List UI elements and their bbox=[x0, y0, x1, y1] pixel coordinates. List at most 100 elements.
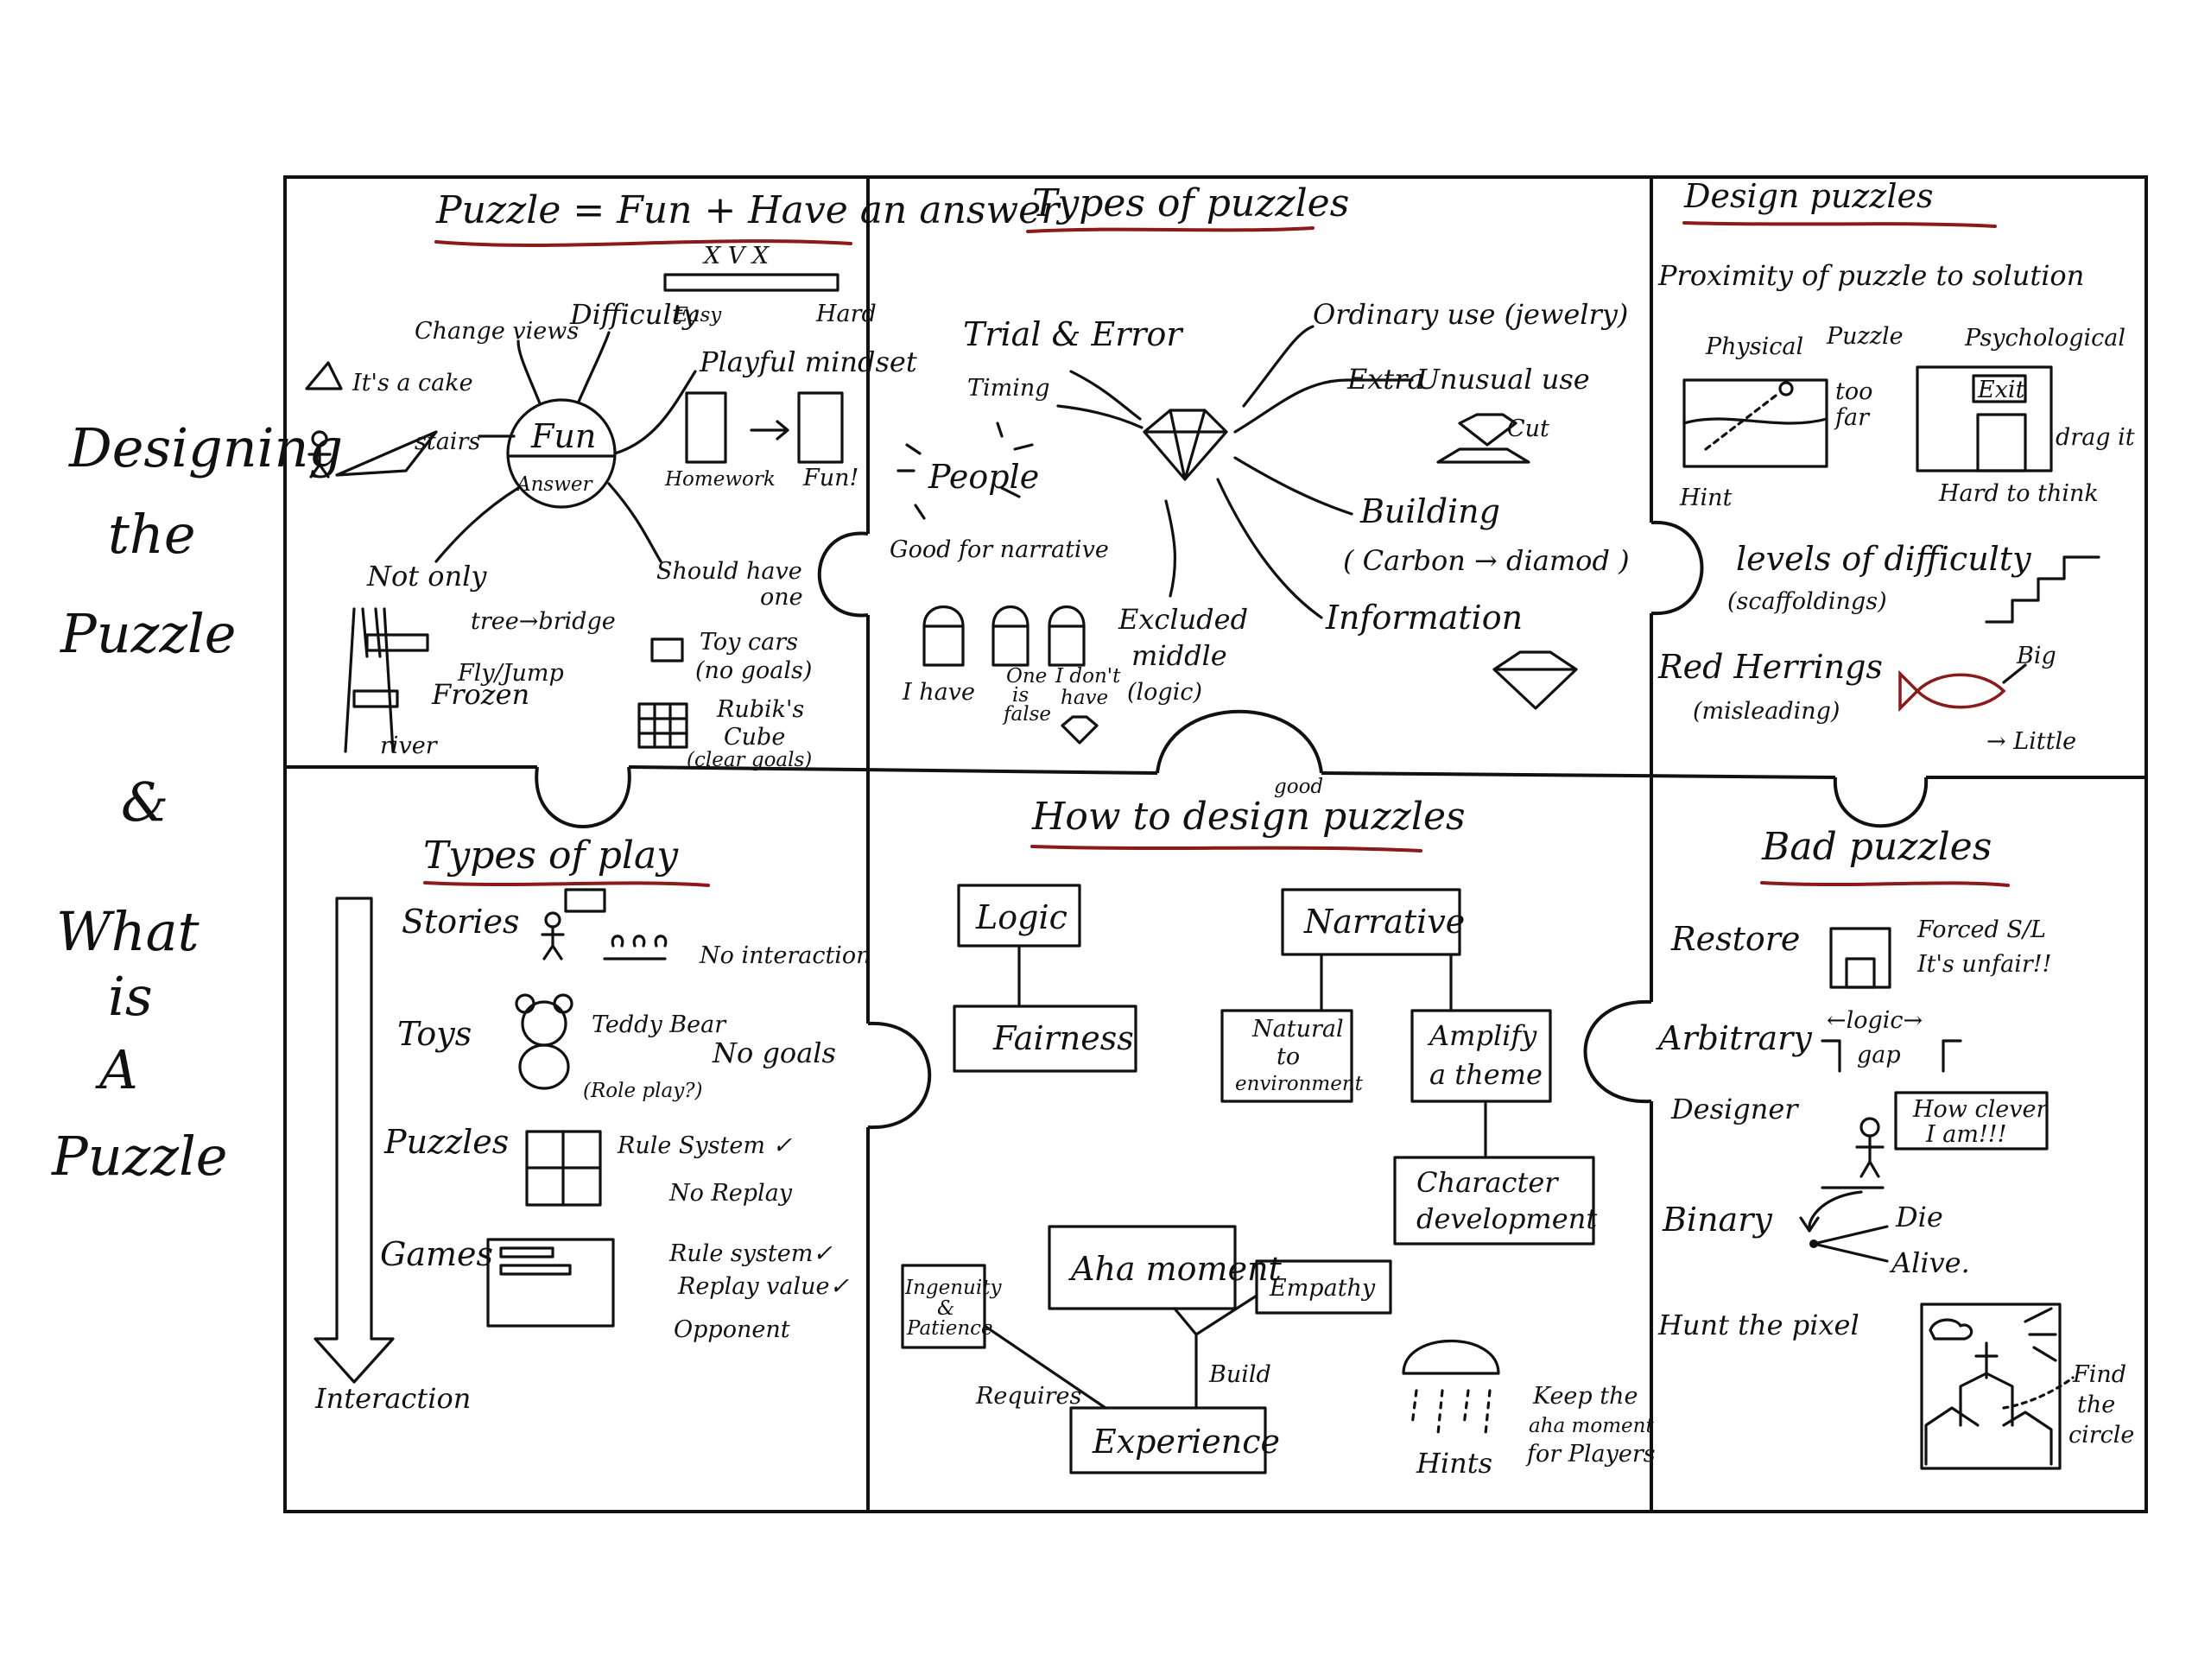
designer-figure-icon bbox=[1859, 1117, 1880, 1138]
psychological-label: Psychological bbox=[1964, 325, 2125, 352]
logic-gap-1: ←logic→ bbox=[1827, 1007, 1923, 1034]
proximity-label: Proximity of puzzle to solution bbox=[1657, 259, 2084, 292]
tree-icon bbox=[344, 607, 395, 753]
audience-icon bbox=[603, 935, 668, 960]
side-title-line7: A bbox=[95, 1038, 138, 1101]
big-label: Big bbox=[2016, 643, 2056, 669]
i-dont-1: I don't bbox=[1055, 665, 1121, 688]
toy-car-icon bbox=[650, 637, 684, 662]
interaction-label: Interaction bbox=[314, 1382, 471, 1415]
fairness-box bbox=[953, 1005, 1137, 1073]
rubiks-cube-icon bbox=[637, 702, 688, 749]
middle-label: middle bbox=[1131, 639, 1227, 672]
opponent-label: Opponent bbox=[674, 1316, 790, 1343]
aha-label: Aha moment bbox=[1068, 1250, 1283, 1288]
panel-how-title: How to design puzzles bbox=[1031, 795, 1466, 839]
binary-label: Binary bbox=[1662, 1201, 1772, 1239]
role-play-label: (Role play?) bbox=[583, 1080, 703, 1102]
panel-how-to-design: How to design puzzles good Logic Fairnes… bbox=[901, 776, 1656, 1480]
door-icon bbox=[1976, 413, 2027, 472]
homework-icon bbox=[685, 391, 727, 464]
fun-drawing-icon bbox=[797, 391, 844, 464]
gap-cliffs bbox=[1821, 1039, 1962, 1073]
dashed-link bbox=[1704, 391, 1781, 451]
one-is-false-2: is bbox=[1012, 684, 1029, 707]
people-rays bbox=[896, 422, 1034, 520]
hunt-label: Hunt the pixel bbox=[1657, 1309, 1859, 1341]
teddy-bear-icon bbox=[521, 1000, 567, 1047]
how-clever-1: How clever bbox=[1912, 1096, 2049, 1123]
keep-3: for Players bbox=[1525, 1441, 1656, 1468]
stairs-label: stairs bbox=[415, 428, 480, 455]
fun-excl-label: Fun! bbox=[802, 465, 858, 491]
exit-sign-icon bbox=[1972, 374, 2027, 403]
health-bar-1 bbox=[499, 1246, 554, 1258]
fish-arrow bbox=[2002, 663, 2027, 684]
fun-label: Fun bbox=[530, 417, 596, 455]
small-diamond-icon bbox=[1061, 715, 1099, 745]
hard-label: Hard bbox=[815, 301, 877, 327]
rubiks-grid bbox=[637, 702, 688, 749]
little-label: → Little bbox=[1986, 728, 2076, 755]
cut-diamond-icon bbox=[1436, 413, 1530, 464]
hard-to-think-label: Hard to think bbox=[1938, 480, 2099, 507]
spoke-playful bbox=[613, 370, 697, 455]
trial-error-label: Trial & Error bbox=[963, 315, 1184, 353]
aha-box bbox=[1048, 1225, 1237, 1310]
panel-design-title: Design puzzles bbox=[1683, 177, 1933, 215]
keep-2: aha moment bbox=[1529, 1415, 1654, 1437]
no-goals-paren-label: (no goals) bbox=[695, 657, 812, 684]
one-is-false-1: One bbox=[1006, 665, 1047, 688]
unusual-use-label: Unusual use bbox=[1416, 363, 1590, 396]
narrative-links bbox=[1320, 953, 1453, 1012]
amplify-box bbox=[1410, 1009, 1552, 1103]
teddy-label: Teddy Bear bbox=[592, 1011, 727, 1038]
drag-it-label: drag it bbox=[2056, 424, 2135, 451]
character-box bbox=[1393, 1156, 1595, 1246]
cake-icon bbox=[305, 361, 343, 390]
unfair-label: It's unfair!! bbox=[1916, 951, 2052, 978]
information-label: Information bbox=[1325, 599, 1523, 637]
speech-bubble-icon bbox=[564, 888, 606, 913]
puzzles-label: Puzzles bbox=[383, 1123, 509, 1161]
red-herring-fish-icon bbox=[1898, 669, 2006, 713]
too-far-1: too bbox=[1835, 378, 1872, 405]
build-links bbox=[1173, 1294, 1258, 1410]
exit-label: Exit bbox=[1977, 377, 2025, 403]
logic-paren-label: (logic) bbox=[1127, 679, 1202, 706]
amplify-2: a theme bbox=[1429, 1058, 1543, 1091]
side-title: Designing the Puzzle & What is A Puzzle bbox=[51, 416, 343, 1188]
puzzle-grid bbox=[283, 175, 2148, 1513]
binary-fork bbox=[1812, 1186, 1889, 1263]
die-label: Die bbox=[1895, 1201, 1943, 1233]
logic-label: Logic bbox=[975, 898, 1067, 936]
hint-label: Hint bbox=[1679, 485, 1733, 511]
spoke-should bbox=[607, 482, 662, 563]
river-label: river bbox=[380, 732, 439, 759]
spoke-information bbox=[1216, 478, 1323, 619]
carbon-label: ( Carbon → diamod ) bbox=[1343, 544, 1630, 577]
title-underline bbox=[434, 239, 852, 247]
misleading-label: (misleading) bbox=[1693, 698, 1840, 725]
one-label: one bbox=[760, 584, 803, 611]
spoke-timing bbox=[1056, 404, 1144, 429]
hints-label: Hints bbox=[1416, 1447, 1492, 1480]
frozen-label: Frozen bbox=[431, 678, 529, 711]
chest-3-icon bbox=[1048, 605, 1086, 667]
panel-bad-title: Bad puzzles bbox=[1761, 825, 1992, 869]
physical-label: Physical bbox=[1705, 333, 1803, 360]
how-clever-2: I am!!! bbox=[1925, 1121, 2007, 1148]
puzzle-label: Puzzle bbox=[1826, 323, 1904, 350]
good-label: good bbox=[1274, 776, 1323, 798]
ingenuity-3: Patience bbox=[906, 1317, 993, 1340]
i-dont-2: have bbox=[1061, 687, 1108, 709]
teddy-body bbox=[518, 1043, 570, 1090]
spoke-ordinary bbox=[1242, 325, 1315, 408]
cake-label: It's a cake bbox=[352, 370, 473, 396]
empathy-label: Empathy bbox=[1269, 1275, 1376, 1302]
storyteller-icon bbox=[544, 911, 561, 929]
ordinary-use-label: Ordinary use (jewelry) bbox=[1313, 298, 1628, 331]
title-underline bbox=[1760, 881, 2010, 887]
side-title-line1: Designing bbox=[68, 416, 343, 479]
